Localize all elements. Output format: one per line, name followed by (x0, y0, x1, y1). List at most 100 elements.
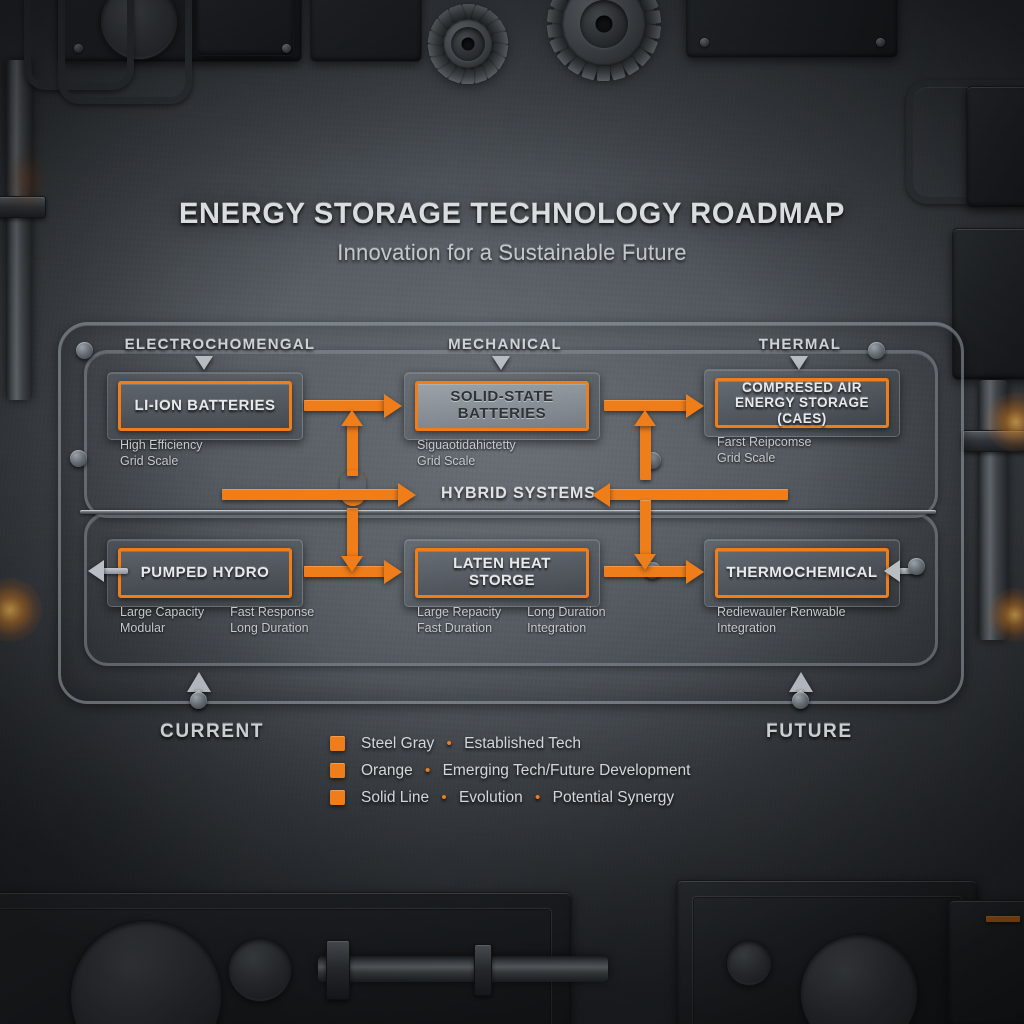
timeline-node (792, 692, 809, 709)
machine-plate-top-left-2 (310, 0, 422, 62)
connector-bar (604, 400, 688, 411)
arrow-head-right-icon (686, 560, 704, 584)
legend-color-name: Solid Line (361, 788, 430, 806)
tech-card-thermochemical[interactable]: THERMOCHEMICAL Rediewauler Renwable Inte… (704, 539, 900, 635)
connector-bar (608, 489, 788, 500)
legend-separator-dot: • (446, 734, 452, 752)
pipe-flange (962, 430, 1024, 452)
arrow-head-right-icon (398, 483, 416, 507)
arrow-head-up-icon (341, 410, 363, 426)
legend-meaning: Evolution (458, 788, 523, 806)
hub-label-hybrid-systems: HYBRID SYSTEMS (441, 485, 596, 502)
card-attributes: Farst Reipcomse Grid Scale (717, 434, 811, 466)
attr-line: Modular (120, 621, 166, 635)
attr-line: Fast Duration (417, 621, 493, 635)
timeline-label-future: FUTURE (766, 721, 853, 742)
tech-card-pumped-hydro[interactable]: PUMPED HYDRO Large Capacity Modular Fast… (107, 539, 314, 635)
gear-tooth (597, 66, 611, 81)
page-subtitle: Innovation for a Sustainable Future (337, 240, 687, 265)
legend-row: Orange • Emerging Tech/Future Developmen… (330, 757, 690, 784)
frame-node (76, 342, 93, 359)
tech-card-caes[interactable]: COMPRESED AIR ENERGY STORAGE (CAES) Fars… (704, 369, 900, 465)
attr-line: Large Repacity (417, 605, 502, 619)
connector-bar-vertical (640, 424, 651, 480)
legend-meaning: Emerging Tech/Future Development (442, 761, 691, 779)
frame-node (908, 558, 925, 575)
tech-card-li-ion[interactable]: LI-ION BATTERIES High Efficiency Grid Sc… (107, 372, 303, 468)
bolt-icon (700, 38, 709, 47)
legend-swatch (330, 736, 345, 751)
arrow-head-left-icon (592, 483, 610, 507)
attr-line: Grid Scale (120, 454, 179, 468)
connector-bar-vertical (347, 508, 358, 560)
card-title-line-1: COMPRESED AIR (741, 380, 862, 396)
diagram-outer-frame (58, 322, 964, 704)
diagram-row-frame-top (84, 350, 938, 518)
attr-column: Farst Reipcomse Grid Scale (717, 434, 811, 466)
legend-text: Steel Gray • Established Tech (361, 735, 581, 753)
connector-curve (340, 470, 366, 506)
card-attributes: Large Capacity Modular Fast Response Lon… (120, 604, 314, 636)
card-title-line-2: ENERGY STORAGE (CAES) (734, 395, 870, 426)
tech-card-latent-heat[interactable]: LATEN HEAT STORGE Large Repacity Fast Du… (404, 539, 606, 635)
legend-color-name: Orange (361, 761, 413, 779)
connector-bar-vertical (347, 424, 358, 476)
column-header-thermal: THERMAL (758, 336, 842, 353)
header-block: ENERGY STORAGE TECHNOLOGY ROADMAP Innova… (0, 198, 1024, 266)
gear-tooth (546, 23, 564, 39)
machine-vent-block (196, 0, 294, 56)
timeline-node (190, 692, 207, 709)
attr-line: Siguaotidahictetty (417, 438, 516, 452)
arrow-head-down-icon (341, 556, 363, 572)
legend-separator-dot: • (425, 761, 431, 779)
attr-line: Farst Reipcomse (717, 435, 812, 449)
card-attributes: Rediewauler Renwable Integration (717, 604, 846, 636)
card-title: LATEN HEAT STORGE (453, 555, 551, 589)
attr-column: Large Repacity Fast Duration (417, 604, 501, 636)
frame-node (70, 450, 87, 467)
connector-bar (304, 400, 386, 411)
card-attributes: High Efficiency Grid Scale (120, 437, 202, 469)
column-header-mechanical: MECHANICAL (448, 336, 562, 353)
legend-meaning: Established Tech (464, 734, 582, 752)
card-title: THERMOCHEMICAL (726, 563, 878, 581)
bolt-icon (282, 44, 291, 53)
card-box: COMPRESED AIR ENERGY STORAGE (CAES) (715, 378, 889, 428)
header-arrow-down-icon (492, 356, 510, 370)
card-title: LI-ION BATTERIES (134, 396, 276, 414)
arrow-head-right-icon (686, 394, 704, 418)
machine-plate-top-right (686, 0, 898, 58)
card-title: PUMPED HYDRO (140, 563, 270, 581)
legend-row: Steel Gray • Established Tech (330, 730, 690, 757)
card-box: THERMOCHEMICAL (715, 548, 889, 598)
attr-line: Integration (527, 621, 587, 635)
pipe-flange (474, 944, 492, 996)
attr-line: Fast Response (230, 605, 315, 619)
timeline-arrow-current-icon (187, 672, 211, 692)
header-arrow-down-icon (790, 356, 808, 370)
machine-plate-right-upper (966, 86, 1024, 208)
legend-separator-dot: • (535, 788, 541, 806)
legend-text: Orange • Emerging Tech/Future Developmen… (361, 762, 690, 780)
legend-row: Solid Line • Evolution • Potential Syner… (330, 784, 690, 811)
connector-bar-vertical (640, 500, 651, 558)
attr-line: Long Duration (230, 621, 309, 635)
attr-column: Rediewauler Renwable Integration (717, 604, 846, 636)
arrow-head-right-icon (384, 394, 402, 418)
attr-column: Long Duration Integration (527, 604, 606, 636)
machine-ring-small (726, 940, 772, 986)
attr-line: Integration (717, 621, 777, 635)
pipe-flange (326, 940, 350, 1000)
timeline-label-current: CURRENT (160, 721, 265, 742)
attr-line: Grid Scale (717, 451, 776, 465)
card-attributes: Large Repacity Fast Duration Long Durati… (417, 604, 606, 636)
machine-ring-small (228, 938, 292, 1002)
attr-column: Large Capacity Modular (120, 604, 204, 636)
legend-swatch (330, 790, 345, 805)
row-divider-rail (80, 510, 936, 514)
attr-column: Fast Response Long Duration (230, 604, 314, 636)
tech-card-solid-state[interactable]: SOLID-STATE BATTERIES Siguaotidahictetty… (404, 372, 600, 468)
attr-column: High Efficiency Grid Scale (120, 437, 202, 469)
card-box: LI-ION BATTERIES (118, 381, 292, 431)
